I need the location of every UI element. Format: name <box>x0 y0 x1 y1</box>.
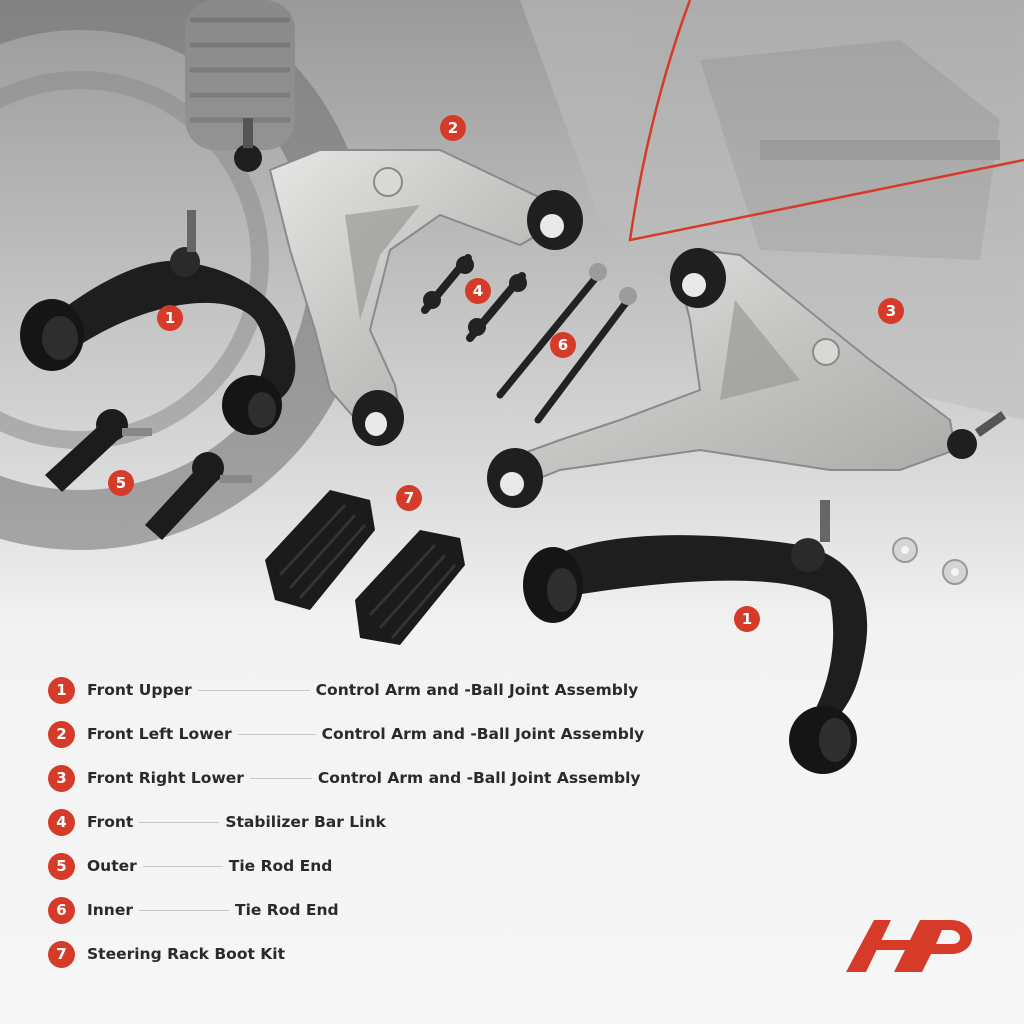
legend-leader-line <box>237 733 316 735</box>
legend-row: 6 Inner Tie Rod End <box>48 896 668 924</box>
legend-badge: 2 <box>48 720 75 748</box>
legend-leader-line <box>249 777 312 779</box>
legend-right-text: Tie Rod End <box>228 857 333 875</box>
inner-tie-rods <box>496 263 637 424</box>
legend-badge: 3 <box>48 764 75 792</box>
callout-badge-1-right: 1 <box>734 606 760 632</box>
outer-tie-rod-ends <box>45 409 252 540</box>
brand-logo <box>846 920 973 972</box>
legend-left-text: Outer <box>87 857 137 875</box>
legend-badge: 7 <box>48 940 75 968</box>
stabilizer-bar-links <box>421 254 527 342</box>
legend-badge: 4 <box>48 808 75 836</box>
callout-badge-2: 2 <box>440 115 466 141</box>
legend-right-text: Control Arm and -Ball Joint Assembly <box>321 725 645 743</box>
legend-leader-line <box>139 821 220 823</box>
legend-left-text: Front Right Lower <box>87 769 244 787</box>
lower-left-control-arm <box>234 118 583 446</box>
legend-row: 1 Front Upper Control Arm and -Ball Join… <box>48 676 668 704</box>
legend-left-text: Front Left Lower <box>87 725 232 743</box>
legend-right-text: Stabilizer Bar Link <box>225 813 386 831</box>
legend-leader-line <box>142 865 223 867</box>
washers <box>892 537 968 585</box>
legend-right-text: Control Arm and -Ball Joint Assembly <box>317 769 641 787</box>
callout-badge-3: 3 <box>878 298 904 324</box>
legend-badge: 5 <box>48 852 75 880</box>
callout-badge-4: 4 <box>465 278 491 304</box>
upper-control-arm-right <box>523 500 868 774</box>
legend-right-text: Tie Rod End <box>235 901 339 919</box>
legend-badge: 1 <box>48 676 75 704</box>
legend-left-text: Front Upper <box>87 681 192 699</box>
legend-badge: 6 <box>48 896 75 924</box>
legend-row: 4 Front Stabilizer Bar Link <box>48 808 668 836</box>
legend-row: 7 Steering Rack Boot Kit <box>48 940 668 968</box>
legend-leader-line <box>197 689 310 691</box>
callout-badge-5: 5 <box>108 470 134 496</box>
upper-control-arm-left <box>20 210 296 435</box>
lower-right-control-arm <box>487 248 1007 508</box>
callout-badge-1-left: 1 <box>157 305 183 331</box>
legend-left-text: Front <box>87 813 134 831</box>
legend-left-text: Inner <box>87 901 133 919</box>
steering-rack-boots <box>265 490 465 645</box>
legend-leader-line <box>139 909 229 911</box>
legend-left-text: Steering Rack Boot Kit <box>87 945 286 963</box>
legend-right-text: Control Arm and -Ball Joint Assembly <box>315 681 639 699</box>
legend-row: 2 Front Left Lower Control Arm and -Ball… <box>48 720 668 748</box>
callout-badge-7: 7 <box>396 485 422 511</box>
accent-curve <box>628 0 1024 242</box>
callout-badge-6: 6 <box>550 332 576 358</box>
legend-row: 5 Outer Tie Rod End <box>48 852 668 880</box>
legend-row: 3 Front Right Lower Control Arm and -Bal… <box>48 764 668 792</box>
